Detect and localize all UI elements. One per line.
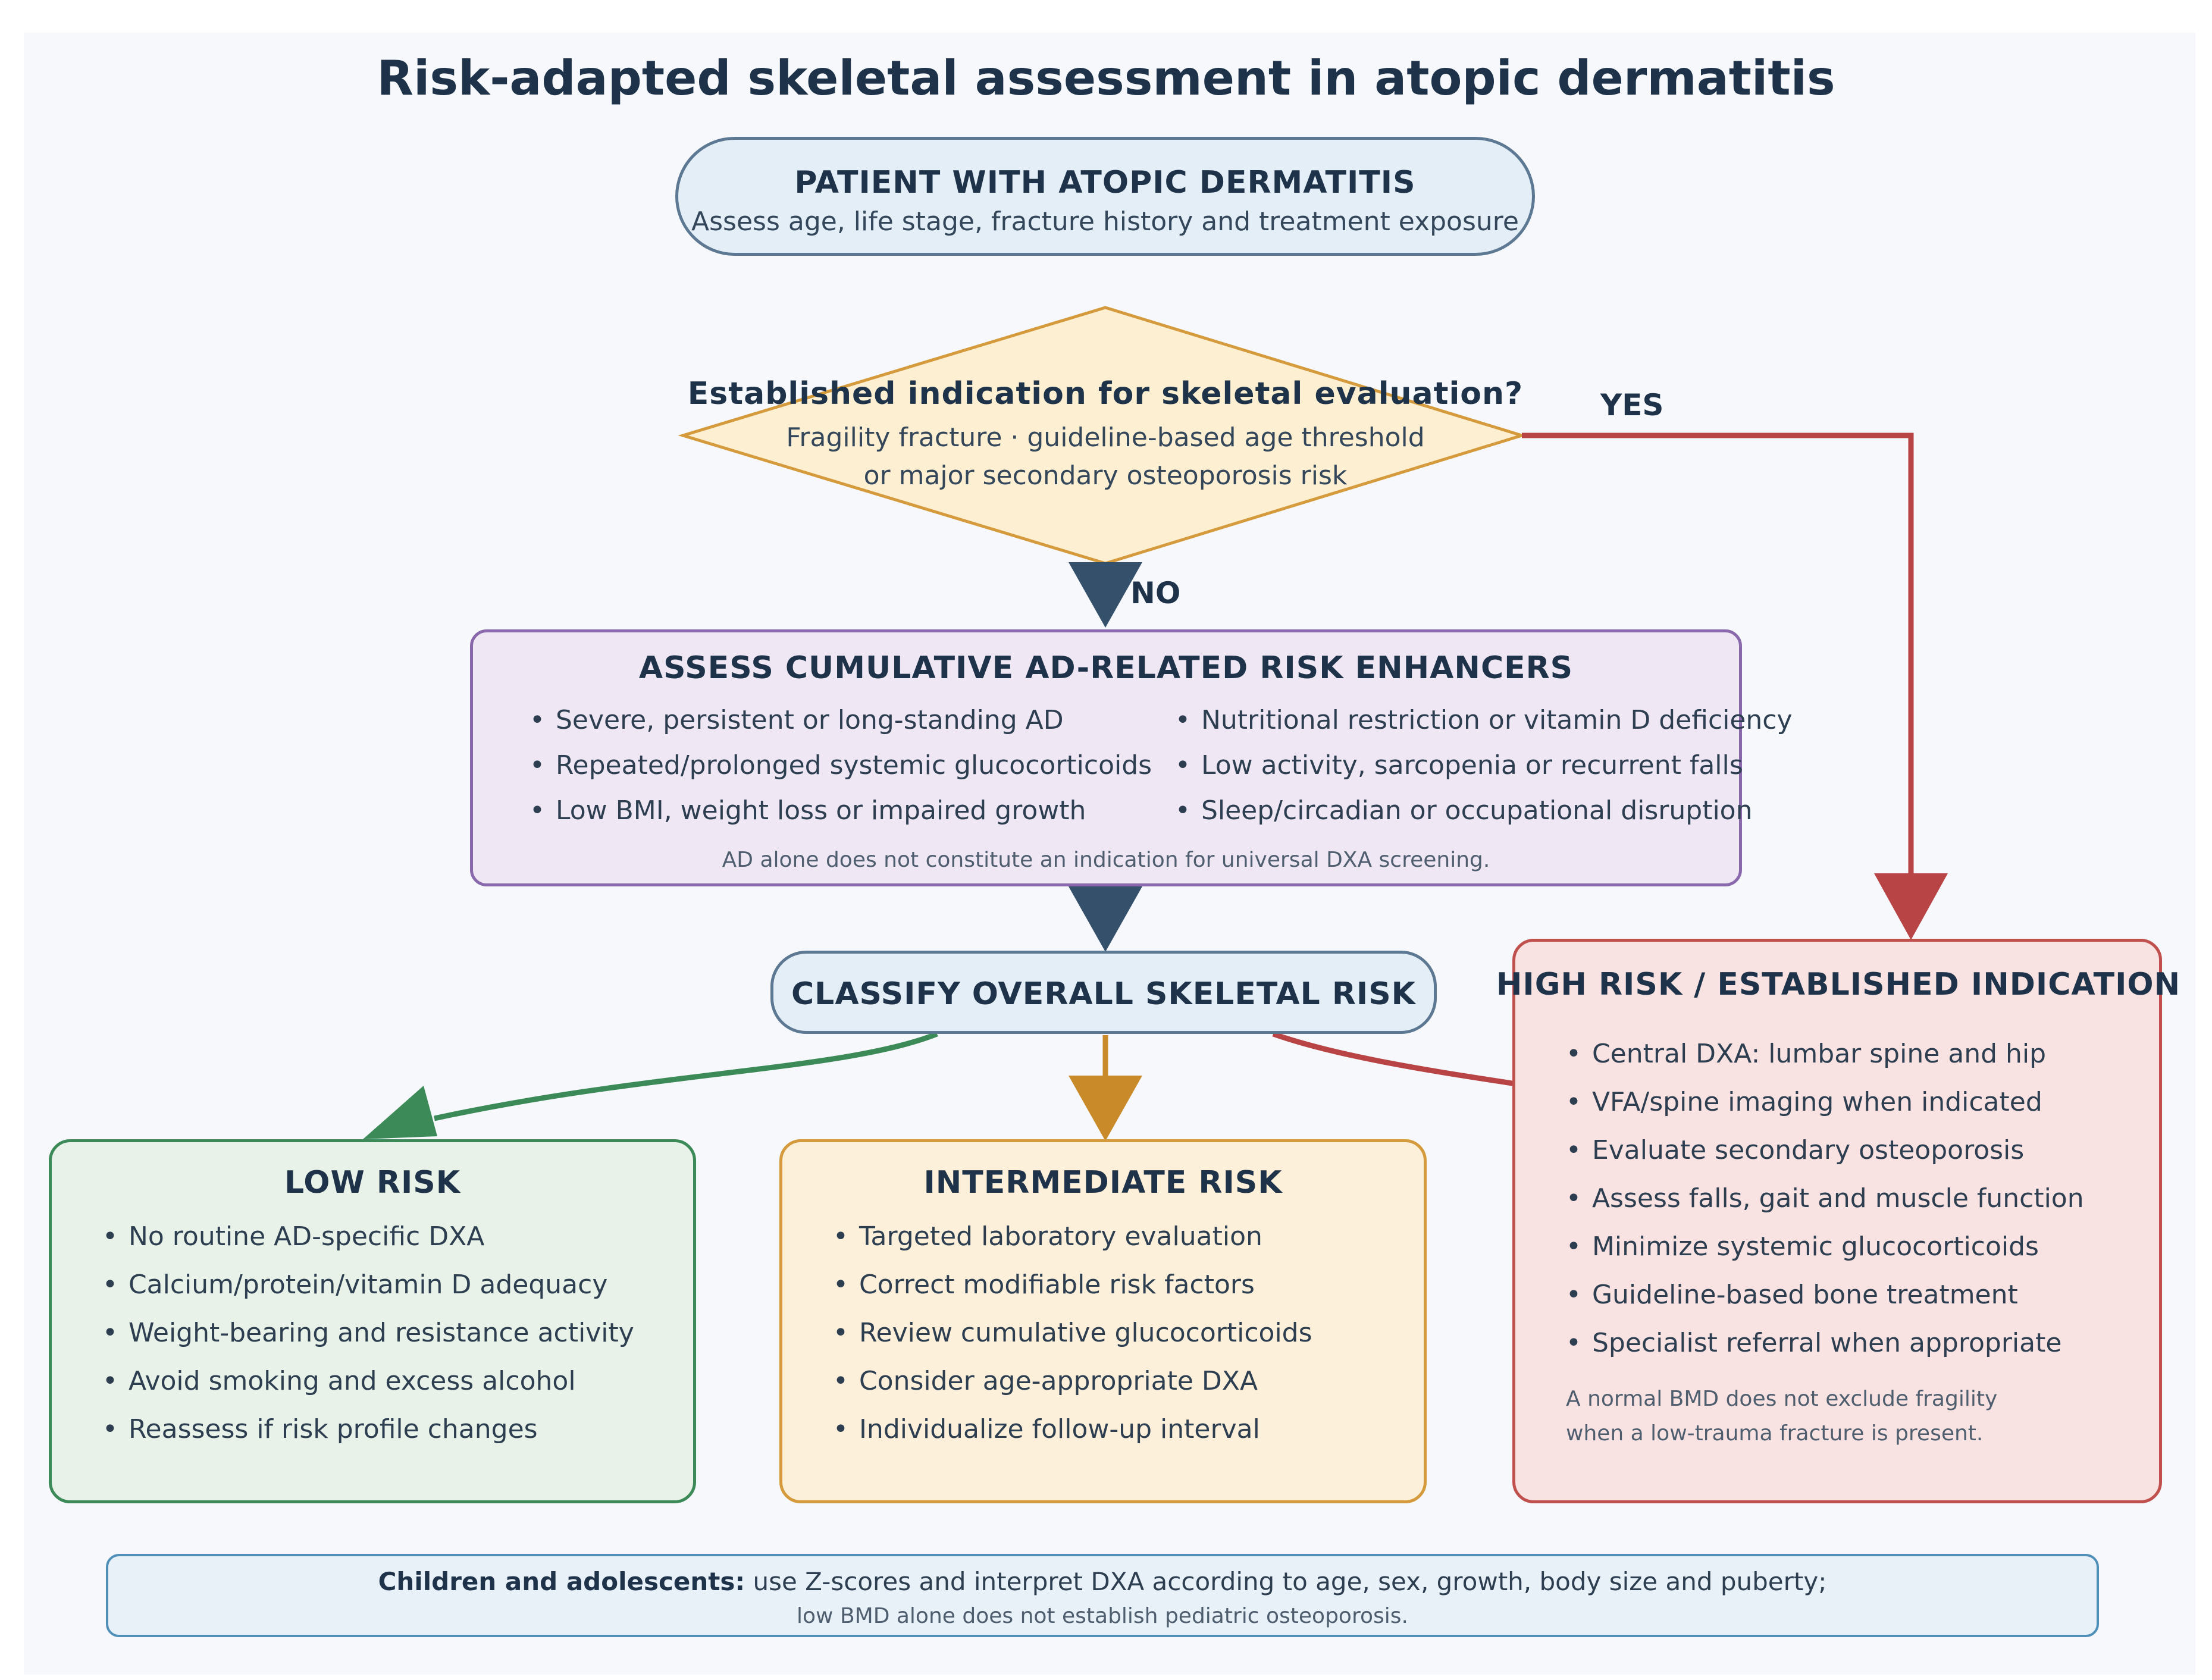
intermediate-risk-box: INTERMEDIATE RISK Targeted laboratory ev… <box>779 1139 1427 1503</box>
high-risk-item: Minimize systemic glucocorticoids <box>1566 1223 2084 1271</box>
intermediate-risk-heading: INTERMEDIATE RISK <box>923 1165 1283 1201</box>
intermediate-risk-list: Targeted laboratory evaluation Correct m… <box>833 1212 1312 1453</box>
yes-label: YES <box>1600 388 1664 422</box>
high-risk-heading: HIGH RISK / ESTABLISHED INDICATION <box>1496 967 2181 1002</box>
low-risk-heading: LOW RISK <box>284 1165 461 1201</box>
enhancers-right-list: Nutritional restriction or vitamin D def… <box>1175 698 1793 833</box>
start-node: PATIENT WITH ATOPIC DERMATITIS Assess ag… <box>675 137 1535 256</box>
low-risk-item: Weight-bearing and resistance activity <box>102 1309 634 1357</box>
high-risk-list: Central DXA: lumbar spine and hip VFA/sp… <box>1566 1030 2084 1367</box>
start-subtitle: Assess age, life stage, fracture history… <box>691 206 1519 237</box>
high-risk-item: VFA/spine imaging when indicated <box>1566 1078 2084 1126</box>
yes-arrowhead <box>1874 873 1948 940</box>
no-label: NO <box>1130 576 1181 610</box>
enhancer-item: Low BMI, weight loss or impaired growth <box>529 788 1152 833</box>
high-risk-item: Assess falls, gait and muscle function <box>1566 1174 2084 1223</box>
no-arrowhead <box>1069 562 1142 628</box>
yes-connector <box>1522 432 1914 875</box>
intermediate-risk-item: Consider age-appropriate DXA <box>833 1357 1312 1405</box>
decision-question: Established indication for skeletal eval… <box>687 376 1524 412</box>
pediatric-footer-bold: Children and adolescents: <box>378 1567 745 1596</box>
low-risk-item: Avoid smoking and excess alcohol <box>102 1357 634 1405</box>
enhancers-to-classify-arrowhead <box>1069 886 1142 952</box>
risk-enhancers-box: ASSESS CUMULATIVE AD-RELATED RISK ENHANC… <box>470 629 1793 886</box>
intermediate-arrowhead <box>1069 1076 1142 1141</box>
pediatric-footer-line-2: low BMD alone does not establish pediatr… <box>797 1604 1408 1628</box>
high-risk-item: Specialist referral when appropriate <box>1566 1319 2084 1367</box>
enhancers-left-list: Severe, persistent or long-standing AD R… <box>529 698 1152 833</box>
high-risk-box: Central DXA: lumbar spine and hip VFA/sp… <box>1512 939 2162 1503</box>
enhancers-heading: ASSESS CUMULATIVE AD-RELATED RISK ENHANC… <box>638 650 1574 686</box>
classify-label: CLASSIFY OVERALL SKELETAL RISK <box>791 976 1416 1012</box>
low-risk-box: LOW RISK No routine AD-specific DXA Calc… <box>49 1139 696 1503</box>
decision-line-1: Fragility fracture · guideline-based age… <box>786 422 1425 453</box>
high-risk-connector <box>1272 1031 1517 1087</box>
high-risk-item: Guideline-based bone treatment <box>1566 1271 2084 1319</box>
enhancer-item: Repeated/prolonged systemic glucocortico… <box>529 743 1152 788</box>
start-heading: PATIENT WITH ATOPIC DERMATITIS <box>794 165 1416 200</box>
enhancers-note: AD alone does not constitute an indicati… <box>722 848 1490 872</box>
enhancer-item: Severe, persistent or long-standing AD <box>529 698 1152 743</box>
pediatric-footer-line-1: Children and adolescents: use Z-scores a… <box>108 1567 2097 1596</box>
low-risk-item: No routine AD-specific DXA <box>102 1212 634 1261</box>
enhancer-item: Sleep/circadian or occupational disrupti… <box>1175 788 1793 833</box>
high-risk-note-line-1: A normal BMD does not exclude fragility <box>1566 1387 1998 1411</box>
low-risk-arrowhead <box>363 1086 437 1139</box>
enhancer-item: Nutritional restriction or vitamin D def… <box>1175 698 1793 743</box>
intermediate-risk-item: Individualize follow-up interval <box>833 1405 1312 1453</box>
high-risk-note-line-2: when a low-trauma fracture is present. <box>1566 1421 1984 1446</box>
intermediate-risk-item: Targeted laboratory evaluation <box>833 1212 1312 1261</box>
pediatric-footer-box: Children and adolescents: use Z-scores a… <box>106 1554 2099 1637</box>
decision-line-2: or major secondary osteoporosis risk <box>863 460 1348 491</box>
pediatric-footer-text: use Z-scores and interpret DXA according… <box>745 1567 1827 1596</box>
intermediate-risk-item: Correct modifiable risk factors <box>833 1261 1312 1309</box>
diagram-title: Risk-adapted skeletal assessment in atop… <box>377 51 1835 106</box>
low-risk-item: Calcium/protein/vitamin D adequacy <box>102 1261 634 1309</box>
intermediate-risk-item: Review cumulative glucocorticoids <box>833 1309 1312 1357</box>
low-risk-connector <box>434 1031 938 1121</box>
classify-node: CLASSIFY OVERALL SKELETAL RISK <box>770 951 1437 1034</box>
high-risk-item: Evaluate secondary osteoporosis <box>1566 1126 2084 1174</box>
low-risk-item: Reassess if risk profile changes <box>102 1405 634 1453</box>
enhancer-item: Low activity, sarcopenia or recurrent fa… <box>1175 743 1793 788</box>
low-risk-list: No routine AD-specific DXA Calcium/prote… <box>102 1212 634 1453</box>
high-risk-item: Central DXA: lumbar spine and hip <box>1566 1030 2084 1078</box>
